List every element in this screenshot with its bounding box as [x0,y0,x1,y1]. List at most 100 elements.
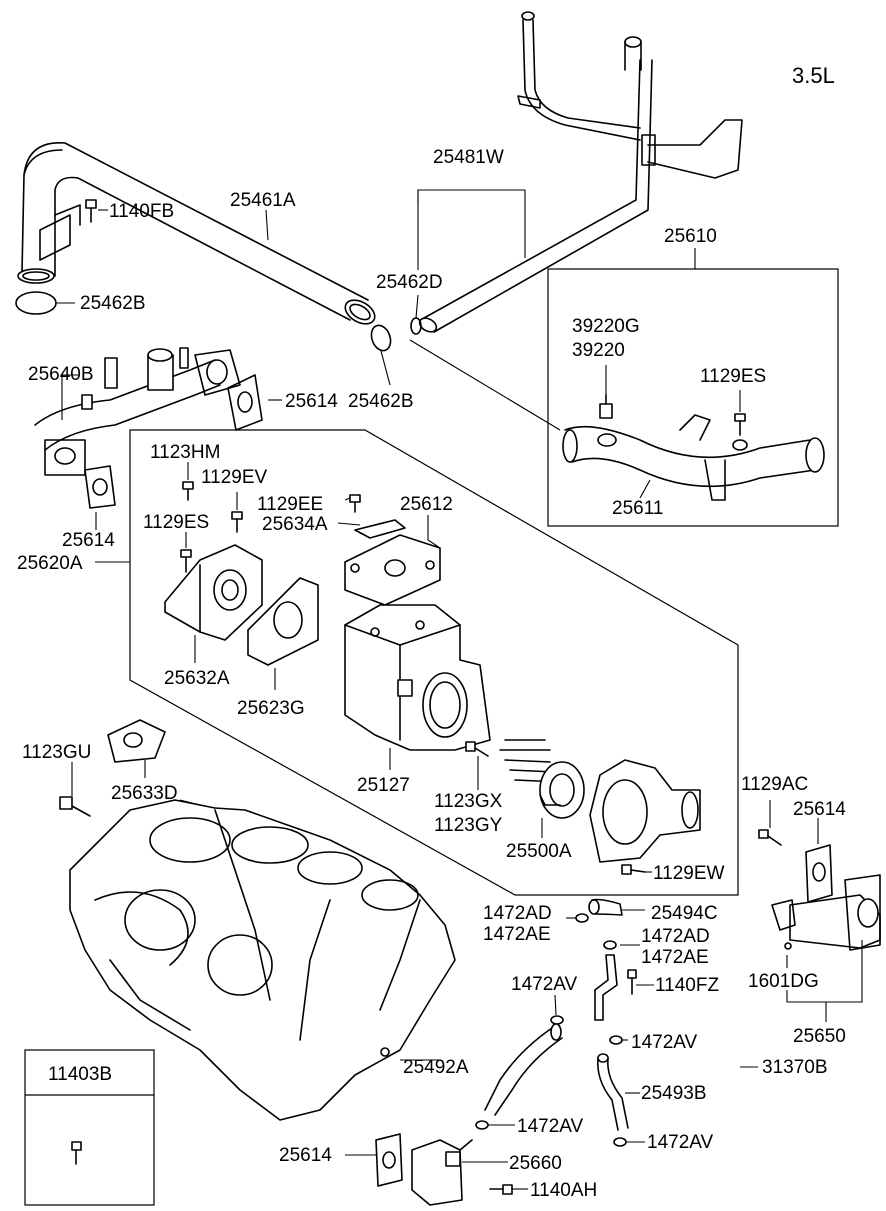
part-label-25640b: 25640B [28,364,94,385]
bolt-icon [59,796,91,817]
gasket-25612 [344,534,441,606]
part-label-1123gu: 1123GU [22,742,91,763]
bolt-icon [758,829,782,846]
part-label-11403b: 11403B [48,1064,112,1085]
part-label-25612: 25612 [400,494,453,515]
clamp-icon [550,1015,564,1025]
part-label-25610: 25610 [664,226,717,247]
part-label-25650: 25650 [793,1026,846,1047]
o-ring-25462b-icon [15,291,57,315]
housing-25632a [164,544,263,641]
part-label-1472av-d: 1472AV [647,1132,714,1153]
water-inlet-fitting [589,759,701,863]
engine-block [69,799,456,1121]
part-label-25614-c: 25614 [793,799,846,820]
bypass-pipe-25461a [17,142,376,325]
part-label-25623g: 25623G [237,698,305,719]
assembly-frame-25620a [129,429,739,896]
thermostat-25500a [499,739,585,819]
part-label-1601dg: 1601DG [748,971,819,992]
part-label-31370b: 31370B [762,1057,828,1078]
part-label-1472av-c: 1472AV [517,1116,584,1137]
part-label-25614-b: 25614 [62,530,115,551]
bypass-fitting-25640b [34,347,241,476]
part-label-25461a: 25461A [230,190,296,211]
part-label-1123gx: 1123GX [434,791,503,812]
clamp-icon [613,1137,627,1147]
part-label-25614-d: 25614 [279,1145,332,1166]
hose-25493b [596,1053,629,1131]
part-label-1123gy: 1123GY [434,815,503,836]
assembly-frame-25610 [547,268,839,527]
part-label-25500a: 25500A [506,841,572,862]
part-label-25493b: 25493B [641,1083,707,1104]
bolt-icon [489,1184,513,1195]
hose-25494c [588,898,623,916]
part-label-25634a: 25634A [262,514,328,535]
o-ring-25462b-mid-icon [370,324,392,352]
gasket-25614-b-icon [84,465,116,509]
part-label-25633d: 25633D [111,783,178,804]
hose-fitting [594,954,618,1021]
bolt-icon [621,864,646,875]
part-label-25462b: 25462B [80,293,146,314]
bolt-icon [71,1141,82,1165]
gasket-25614-a-icon [227,374,263,431]
legend-box-11403b [24,1049,155,1206]
water-outlet-pipe-25611 [562,414,825,501]
bolt-icon [231,511,243,533]
bolt-icon [180,549,192,573]
part-label-25494c: 25494C [651,903,718,924]
part-label-25481w: 25481W [433,147,504,168]
clamp-icon [475,1120,489,1130]
fitting-25660 [411,1139,473,1206]
bolt-icon [734,413,746,436]
part-label-1129es-right: 1129ES [700,366,766,387]
part-label-1472av-a: 1472AV [511,974,578,995]
bolt-icon [627,969,637,995]
part-label-1129ew: 1129EW [653,863,725,884]
part-label-25632a: 25632A [164,668,230,689]
part-label-1140ah: 1140AH [530,1180,597,1201]
part-label-25462d: 25462D [376,272,443,293]
o-ring-25462d-icon [410,317,422,335]
part-label-1140fz: 1140FZ [655,975,719,996]
bypass-fitting-25650 [771,874,881,951]
part-label-1472av-b: 1472AV [631,1032,698,1053]
bolt-icon [465,741,489,757]
part-label-25620a: 25620A [17,553,83,574]
bolt-icon [349,494,361,513]
part-label-25492a: 25492A [403,1057,469,1078]
part-label-1129es-left: 1129ES [143,512,209,533]
clamp-icon [603,940,617,950]
hose-25492a [484,1023,563,1116]
gasket-25614-c-icon [805,844,833,903]
bracket-25634a [354,519,406,539]
part-label-25462b-mid: 25462B [348,391,414,412]
heater-pipe-25481w [418,11,743,333]
part-label-1140fb: 1140FB [109,201,174,222]
part-label-1472ad-b: 1472AD [641,926,710,947]
gasket-25614-d-icon [375,1133,403,1187]
leader-lines [56,189,863,1190]
part-label-25614-a: 25614 [285,391,338,412]
thermostat-housing-25127 [344,604,491,751]
part-label-1123hm: 1123HM [150,442,220,463]
part-label-1472ae-b: 1472AE [641,947,709,968]
temperature-sensor-icon [599,394,613,419]
part-label-39220g: 39220G [572,316,640,337]
bolt-icon [182,481,194,501]
part-label-1129ee: 1129EE [257,494,323,515]
part-label-1129ev: 1129EV [201,467,268,488]
bolt-icon [85,199,97,223]
engine-size-label: 3.5L [792,63,835,88]
clamp-icon [609,1035,623,1045]
clamp-icon [575,913,589,923]
part-label-25660: 25660 [509,1153,562,1174]
part-label-25611: 25611 [612,498,663,519]
part-label-1472ad-a: 1472AD [483,903,552,924]
part-label-25127: 25127 [357,775,410,796]
gasket-25633d [107,719,166,763]
gasket-25623g [247,577,319,666]
